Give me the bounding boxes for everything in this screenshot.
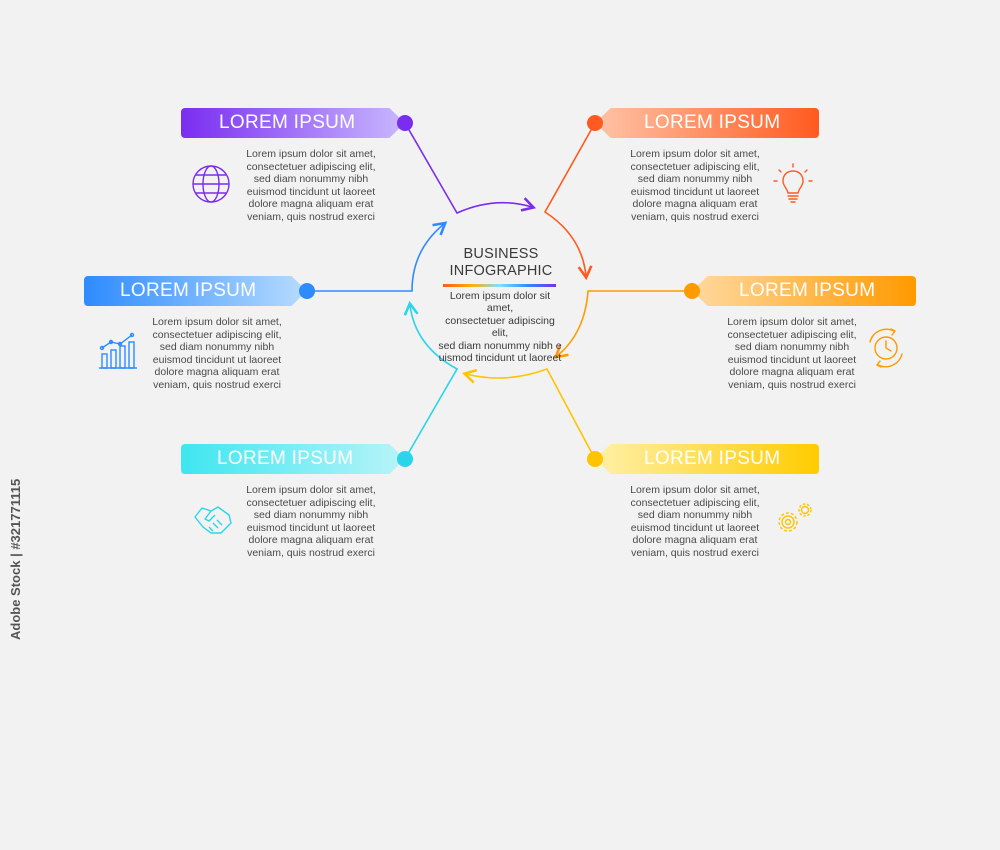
item-banner-yellow: LOREM IPSUM: [595, 444, 819, 474]
connector-dot-orange: [587, 115, 603, 131]
connector-dot-purple: [397, 115, 413, 131]
lightbulb-icon: [773, 163, 813, 203]
gears-icon: [778, 503, 812, 532]
globe-icon: [192, 165, 230, 203]
item-banner-blue: LOREM IPSUM: [84, 276, 307, 306]
item-banner-amber: LOREM IPSUM: [692, 276, 916, 306]
connector-yellow: [461, 368, 596, 460]
item-label: LOREM IPSUM: [739, 280, 876, 301]
clock-cycle-icon: [869, 328, 903, 368]
watermark-text: Adobe Stock | #321771115: [8, 478, 23, 640]
item-text-cyan: Lorem ipsum dolor sit amet,consectetuer …: [246, 484, 376, 559]
center-title: BUSINESS INFOGRAPHIC: [449, 246, 553, 279]
connector-dot-cyan: [397, 451, 413, 467]
item-text-orange: Lorem ipsum dolor sit amet,consectetuer …: [630, 148, 760, 223]
item-label: LOREM IPSUM: [219, 112, 356, 133]
item-text-amber: Lorem ipsum dolor sit amet,consectetuer …: [727, 316, 857, 391]
item-text-blue: Lorem ipsum dolor sit amet,consectetuer …: [152, 316, 282, 391]
connector-cyan: [403, 300, 459, 460]
item-label: LOREM IPSUM: [644, 448, 781, 469]
connector-amber: [553, 290, 692, 359]
item-label: LOREM IPSUM: [120, 280, 257, 301]
item-label: LOREM IPSUM: [217, 448, 354, 469]
center-description: Lorem ipsum dolor sit amet, consectetuer…: [438, 290, 562, 365]
handshake-icon: [194, 506, 232, 534]
connector-dot-blue: [299, 283, 315, 299]
item-banner-cyan: LOREM IPSUM: [181, 444, 405, 474]
connector-purple: [404, 122, 537, 215]
item-label: LOREM IPSUM: [644, 112, 781, 133]
connector-dot-yellow: [587, 451, 603, 467]
connector-orange: [543, 122, 596, 281]
connector-blue: [307, 221, 448, 292]
bar-chart-icon: [99, 332, 137, 369]
center-color-bar: [443, 284, 556, 287]
item-banner-orange: LOREM IPSUM: [595, 108, 819, 138]
item-text-purple: Lorem ipsum dolor sit amet,consectetuer …: [246, 148, 376, 223]
item-text-yellow: Lorem ipsum dolor sit amet,consectetuer …: [630, 484, 760, 559]
item-banner-purple: LOREM IPSUM: [181, 108, 405, 138]
connector-lines: [307, 122, 692, 460]
connector-dot-amber: [684, 283, 700, 299]
infographic-canvas: LOREM IPSUM Lorem ipsum dolor sit amet,c…: [8, 108, 916, 640]
watermark-container: Adobe Stock | #321771115: [8, 479, 28, 850]
